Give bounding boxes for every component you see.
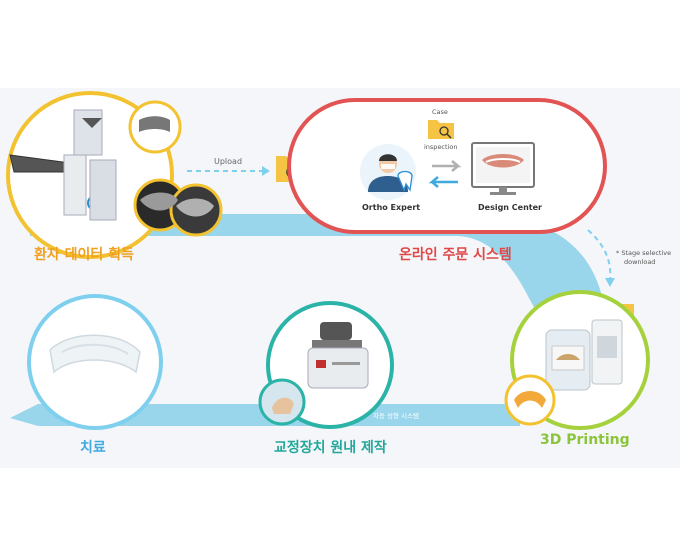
case-inspection-label-1: Case (432, 108, 448, 116)
upload-label: Upload (214, 157, 243, 166)
stage-download-arrow-head (605, 278, 615, 287)
tooth-icon (397, 170, 413, 192)
patient-data-label: 환자 데이터 획득 (34, 247, 134, 263)
printer-icon (545, 319, 623, 391)
stage-download-arrow (587, 229, 612, 281)
aligner-icon (49, 334, 141, 374)
exchange-arrows-icon (428, 160, 462, 188)
printed-aligner-shape (514, 391, 546, 408)
forming-machine-icon (307, 322, 369, 389)
printing-label: 3D Printing (540, 432, 630, 448)
monitor-icon (471, 142, 535, 195)
teeth-scan-a (140, 192, 178, 211)
upload-arrow-head (262, 166, 270, 176)
treatment-label: 치료 (80, 440, 106, 456)
design-center-label: Design Center (478, 203, 542, 212)
scanner-icon (9, 109, 117, 221)
teeth-scan-b (176, 198, 214, 217)
aligner-shape-top (139, 116, 170, 132)
forming-system-label: 자동 성형 시스템 (373, 412, 419, 420)
online-order-label: 온라인 주문 시스템 (399, 247, 512, 263)
ortho-expert-label: Ortho Expert (362, 203, 421, 212)
stage-download-label-1: * Stage selective (616, 249, 672, 257)
search-folder-icon (428, 120, 454, 139)
treatment-circle (27, 294, 163, 430)
stage-download-label-2: download (624, 258, 656, 266)
case-inspection-label-2: inspection (424, 143, 458, 151)
hand-shape (272, 397, 294, 414)
appliance-label: 교정장치 원내 제작 (274, 440, 387, 456)
